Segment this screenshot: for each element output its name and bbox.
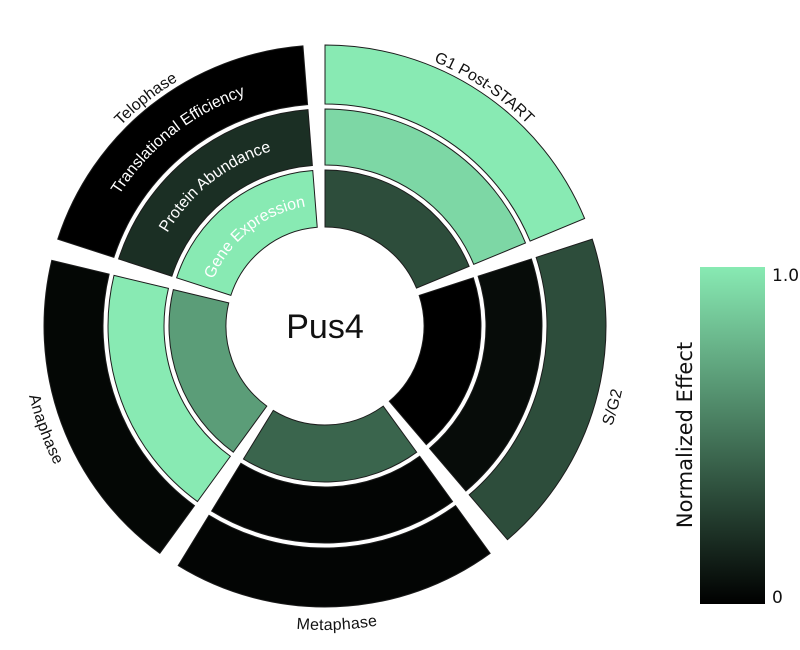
segment-anaphase-gene-expression [168, 288, 268, 453]
sector-label-text: S/G2 [600, 387, 626, 427]
segment-telophase-protein-abundance [117, 109, 313, 277]
segment-metaphase-gene-expression [242, 405, 418, 483]
segment-g1-post-start-gene-expression [324, 169, 470, 289]
colorbar-gradient [700, 267, 765, 604]
segment-anaphase-protein-abundance [107, 274, 232, 503]
segment-g1-post-start-protein-abundance [324, 108, 527, 266]
colorbar: 1.0 0 Normalized Effect [673, 266, 799, 608]
segment-metaphase-protein-abundance [210, 455, 454, 544]
colorbar-max-label: 1.0 [772, 266, 799, 286]
sector-label-s-g2: S/G2 [600, 387, 626, 427]
center-label: Pus4 [286, 308, 364, 346]
segment-g1-post-start-translational-efficiency [324, 44, 586, 242]
segment-s-g2-translational-efficiency [468, 238, 607, 541]
colorbar-min-label: 0 [772, 588, 783, 608]
colorbar-title: Normalized Effect [673, 342, 697, 528]
segment-s-g2-gene-expression [388, 277, 482, 446]
sector-label-metaphase: Metaphase [296, 613, 378, 634]
segment-s-g2-protein-abundance [428, 258, 543, 492]
segment-anaphase-translational-efficiency [43, 259, 196, 555]
sector-label-text: Metaphase [296, 613, 378, 634]
segment-telophase-translational-efficiency [57, 45, 309, 259]
segment-telophase-gene-expression [176, 169, 318, 297]
segments-layer [43, 44, 607, 608]
segment-metaphase-translational-efficiency [177, 504, 491, 608]
